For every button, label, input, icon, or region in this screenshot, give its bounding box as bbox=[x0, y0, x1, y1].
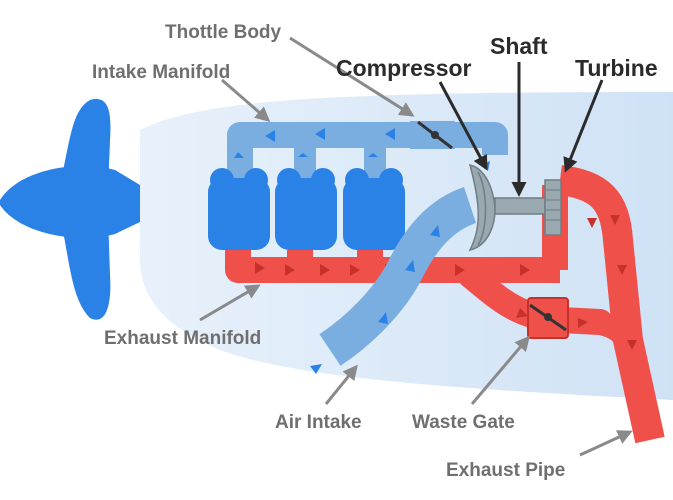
leader-intake-manifold bbox=[221, 78, 271, 122]
throttle-valve-icon bbox=[417, 120, 453, 150]
leader-lines bbox=[199, 36, 633, 457]
label-shaft: Shaft bbox=[490, 33, 548, 59]
air-intake-flow-arrows bbox=[310, 225, 440, 374]
compressor-wheel-icon bbox=[468, 163, 496, 252]
leader-throttle-body bbox=[289, 36, 415, 117]
leader-lines-dark bbox=[438, 62, 604, 197]
air-intake-duct bbox=[319, 186, 477, 366]
leader-air-intake bbox=[324, 364, 358, 405]
cylinder-icon bbox=[208, 168, 270, 250]
label-throttle-body: Thottle Body bbox=[165, 22, 282, 43]
leader-waste-gate bbox=[470, 335, 530, 405]
leader-exhaust-pipe bbox=[579, 430, 633, 457]
turbine-wheel-icon bbox=[544, 179, 562, 236]
cylinder-icon bbox=[343, 168, 405, 250]
label-exhaust-pipe: Exhaust Pipe bbox=[446, 460, 565, 481]
label-turbine: Turbine bbox=[575, 55, 658, 81]
cylinder-bank bbox=[208, 168, 405, 250]
label-exhaust-manifold: Exhaust Manifold bbox=[104, 328, 261, 349]
propeller-icon bbox=[0, 99, 140, 320]
leader-turbine bbox=[563, 79, 604, 173]
label-waste-gate: Waste Gate bbox=[412, 412, 515, 433]
turbo-shaft bbox=[494, 197, 546, 215]
label-air-intake: Air Intake bbox=[275, 412, 362, 433]
leader-compressor bbox=[438, 81, 488, 171]
label-compressor: Compressor bbox=[336, 55, 472, 81]
label-intake-manifold: Intake Manifold bbox=[92, 62, 230, 83]
cylinder-icon bbox=[275, 168, 337, 250]
leader-exhaust-manifold bbox=[199, 284, 261, 322]
wastegate-valve-icon bbox=[527, 297, 569, 339]
